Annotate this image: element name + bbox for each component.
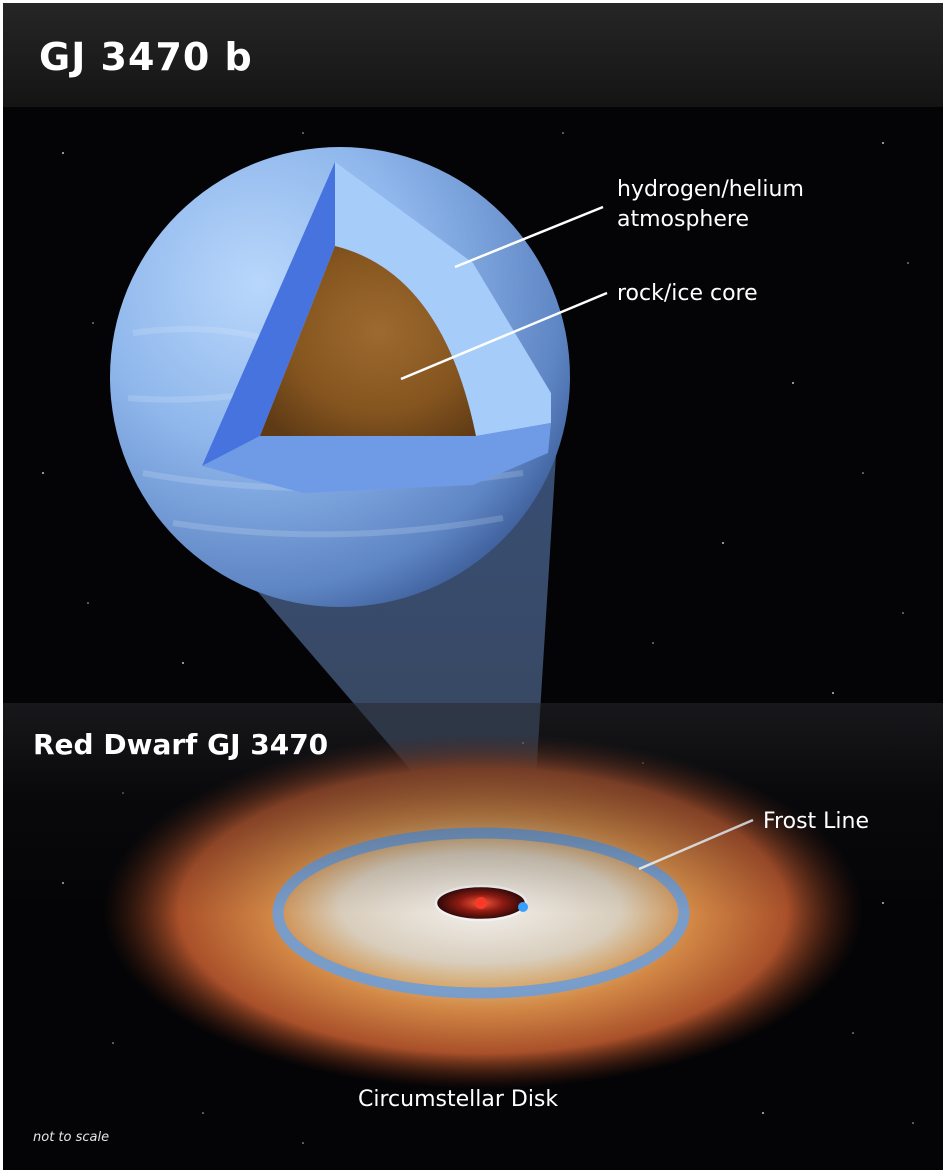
disk-label: Circumstellar Disk: [358, 1087, 559, 1112]
cut-floor: [202, 423, 551, 493]
star-label: Red Dwarf GJ 3470: [33, 728, 329, 761]
core-wedge: [260, 246, 476, 436]
atmosphere-label-line2: atmosphere: [617, 207, 749, 232]
atmosphere-pointer: [454, 205, 604, 269]
atmosphere-label: hydrogen/helium atmosphere: [617, 175, 804, 235]
lower-band: [3, 703, 943, 1170]
page-title: GJ 3470 b: [39, 35, 253, 79]
atmosphere-label-line1: hydrogen/helium: [617, 177, 804, 202]
cut-wall-right: [335, 162, 551, 436]
infographic-frame: GJ 3470 b hydrogen/helium atmosphere roc…: [3, 3, 943, 1170]
cut-wall-left: [202, 162, 335, 466]
frost-line-label: Frost Line: [763, 809, 870, 834]
core-label: rock/ice core: [617, 281, 758, 306]
core-pointer: [400, 291, 608, 381]
planet-cutaway: [110, 147, 570, 607]
scale-note: not to scale: [33, 1130, 110, 1145]
title-bar: GJ 3470 b: [3, 3, 943, 107]
